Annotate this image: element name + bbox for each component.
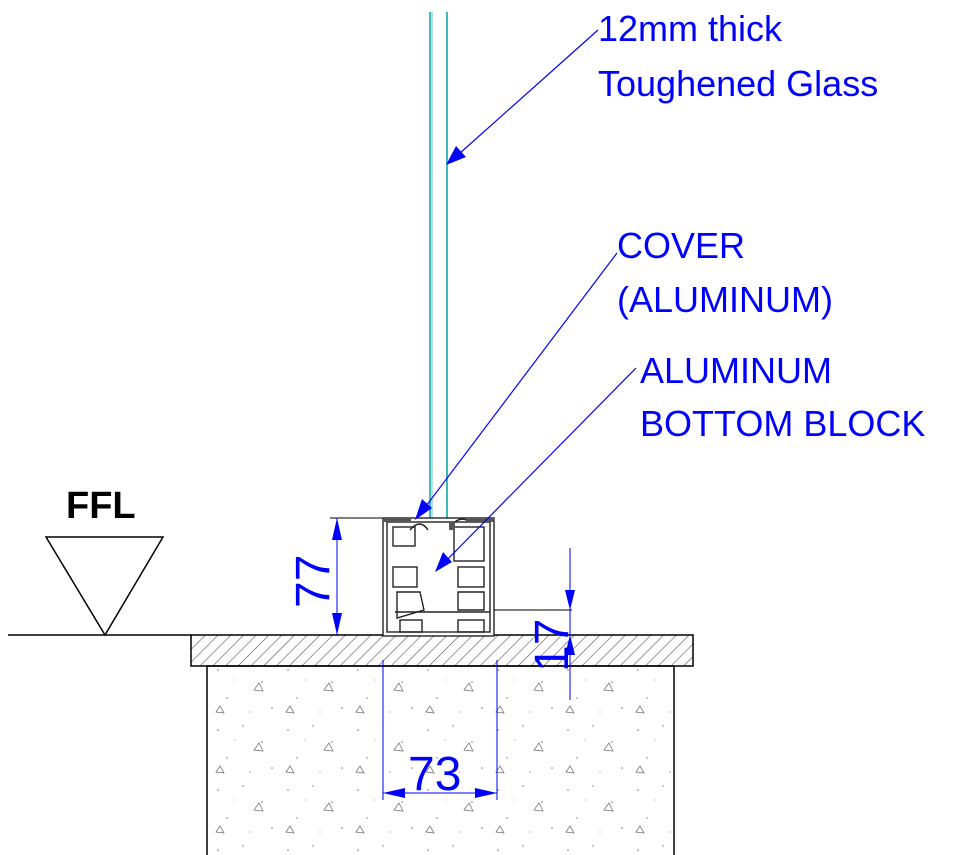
leader-glass-arrow bbox=[446, 146, 466, 165]
dim-offset-arrow-top bbox=[565, 590, 575, 610]
glass-panel bbox=[429, 12, 448, 610]
dim-offset-arrow-bottom bbox=[565, 635, 575, 655]
cover-profile bbox=[383, 518, 494, 530]
dim-height-arrow-bottom bbox=[332, 613, 342, 635]
concrete-base bbox=[206, 665, 675, 855]
dim-offset bbox=[494, 548, 572, 700]
leader-cover-arrow bbox=[415, 499, 432, 520]
dim-offset-label: 17 bbox=[526, 619, 579, 672]
dim-width-arrow-right bbox=[475, 788, 497, 798]
leader-block bbox=[436, 367, 637, 571]
ffl-label: FFL bbox=[66, 485, 136, 527]
dim-height-label: 77 bbox=[287, 555, 340, 608]
label-cover-line2: (ALUMINUM) bbox=[617, 279, 833, 320]
leader-cover bbox=[416, 252, 618, 519]
dim-width-arrow-left bbox=[383, 788, 405, 798]
ffl-triangle bbox=[44, 536, 165, 637]
dim-width-label: 73 bbox=[408, 748, 461, 801]
aluminum-channel bbox=[382, 517, 495, 637]
label-glass-line1: 12mm thick bbox=[598, 8, 783, 49]
dim-height-arrow-top bbox=[332, 518, 342, 540]
label-block-line2: BOTTOM BLOCK bbox=[640, 403, 925, 444]
leader-glass bbox=[449, 29, 599, 163]
screed-layer bbox=[190, 634, 694, 667]
leader-block-arrow bbox=[435, 552, 452, 572]
label-block-line1: ALUMINUM bbox=[640, 350, 832, 391]
label-glass-line2: Toughened Glass bbox=[598, 63, 878, 104]
label-cover-line1: COVER bbox=[617, 225, 745, 266]
